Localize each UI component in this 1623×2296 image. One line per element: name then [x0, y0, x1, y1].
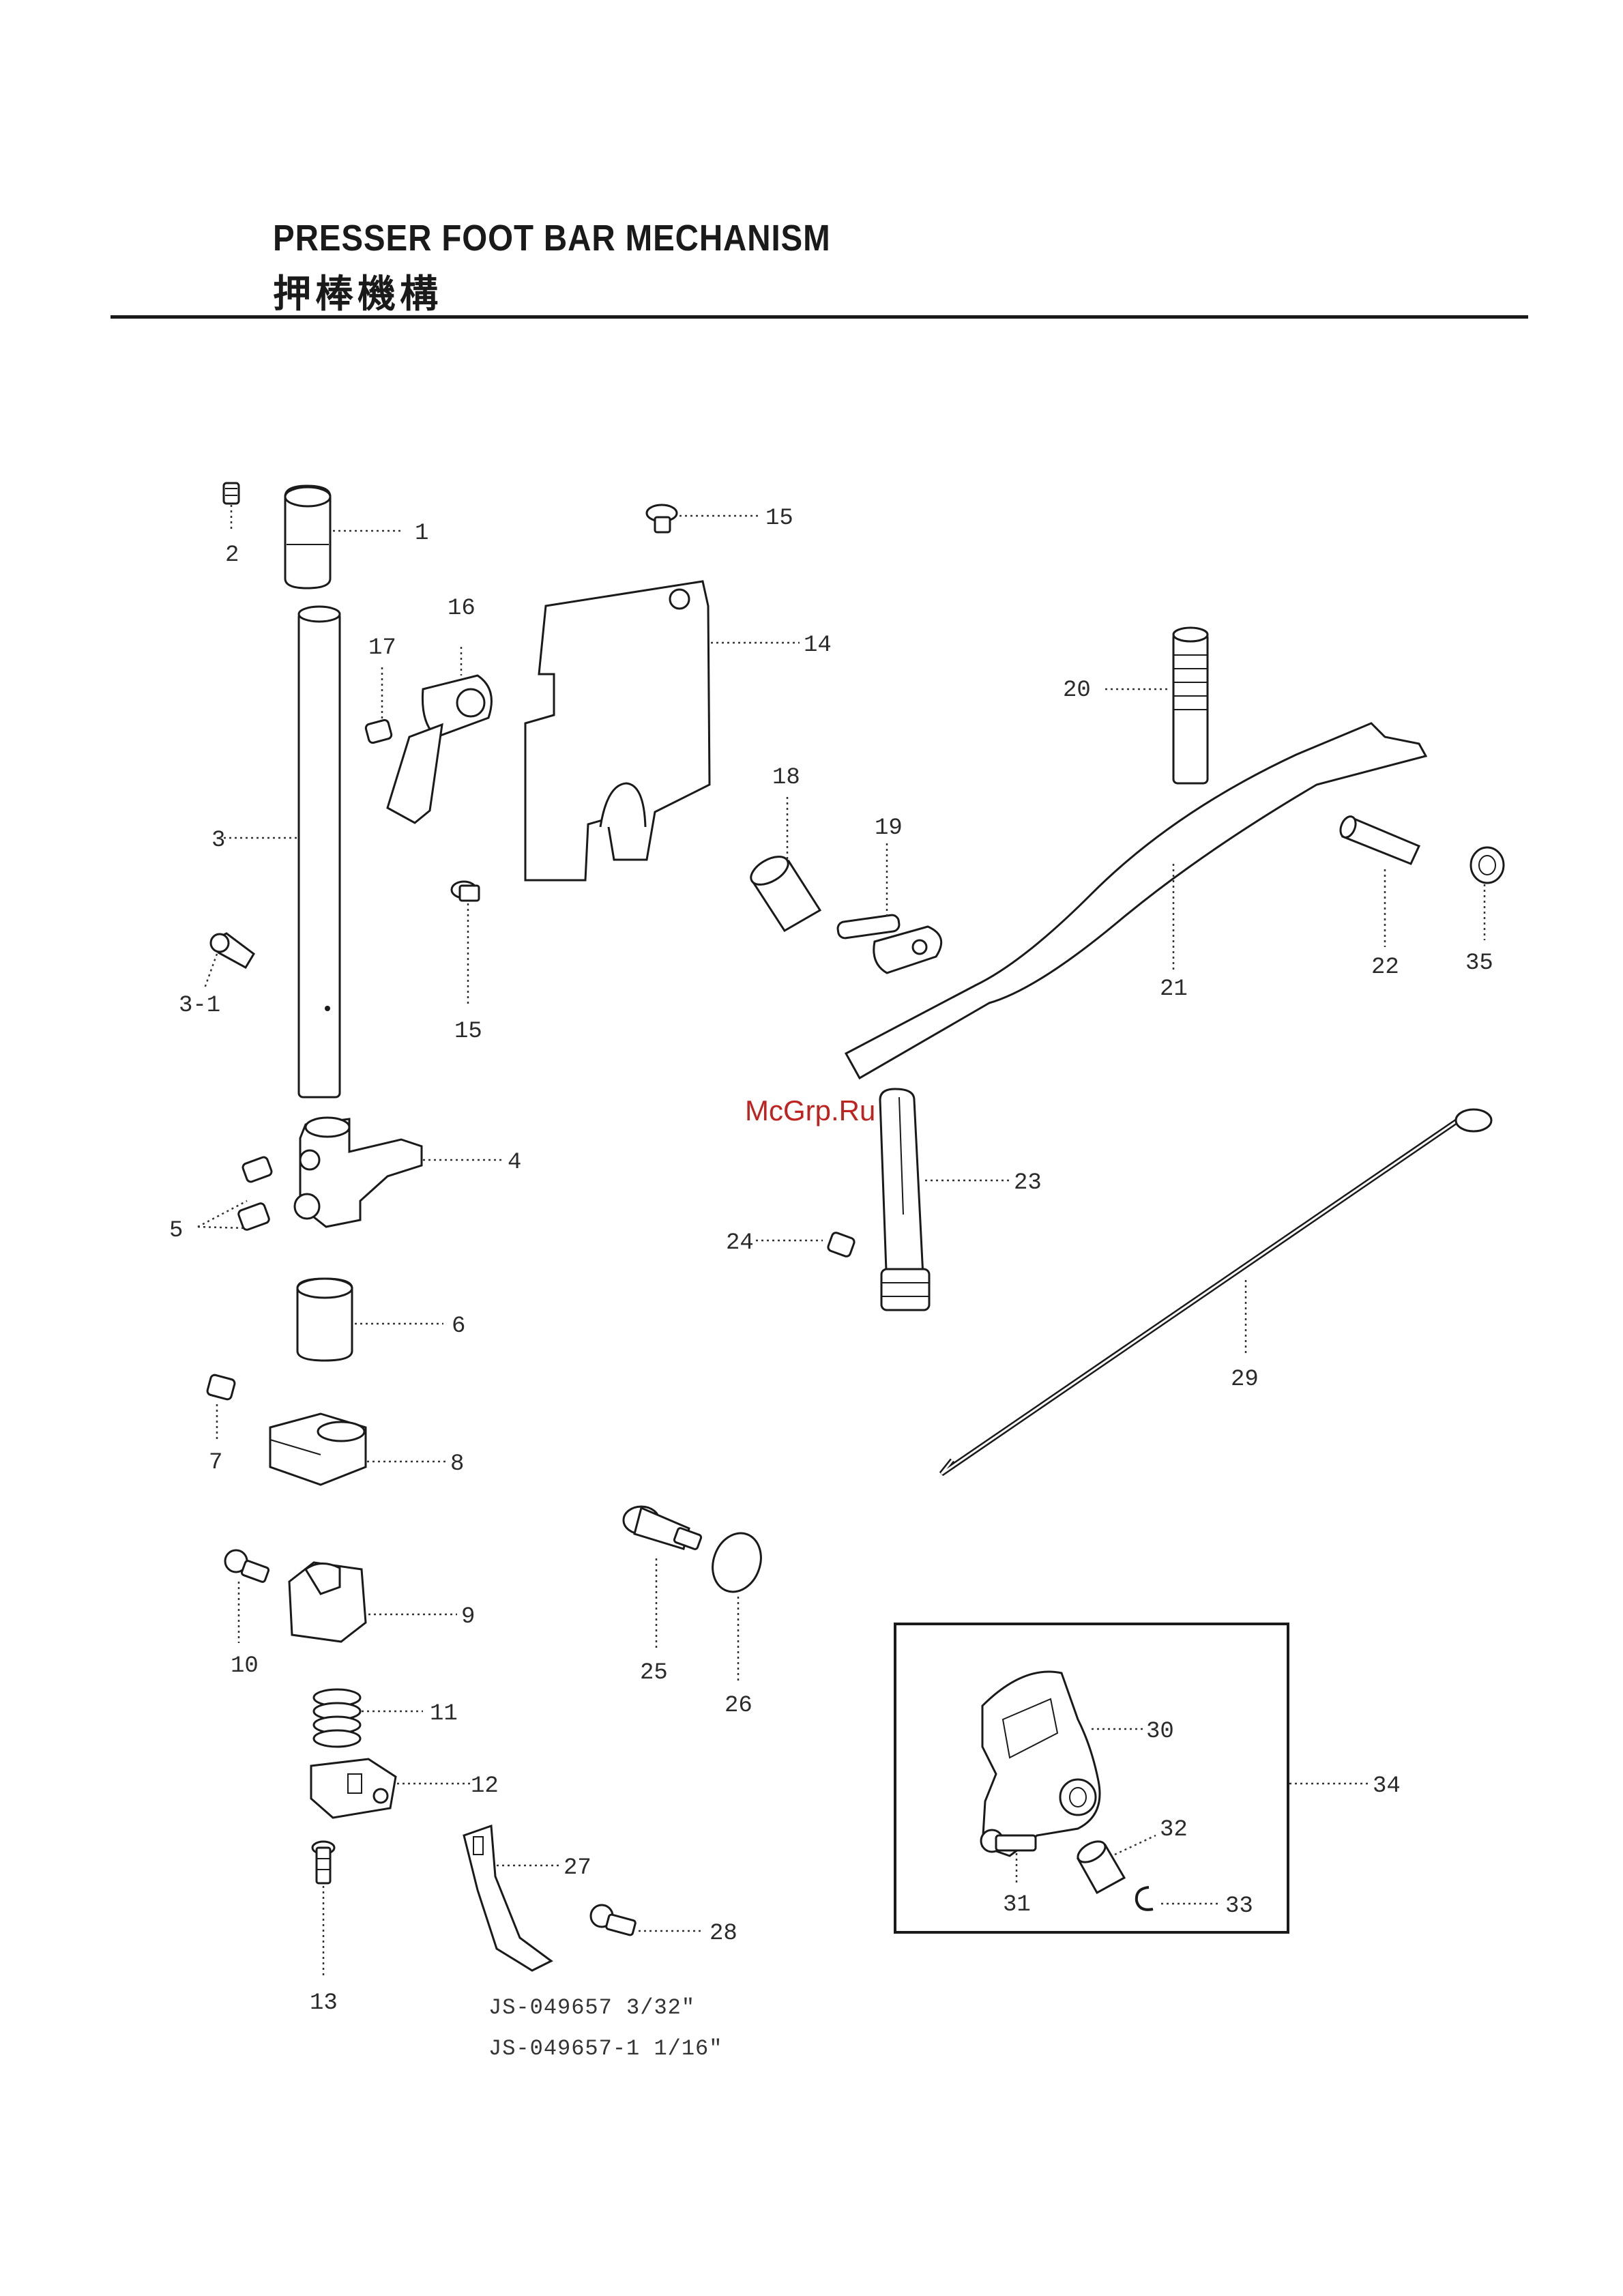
part-27-presser-foot: [464, 1826, 559, 1971]
label-part-15-top: 15: [765, 506, 793, 532]
part-32-sleeve: [1074, 1835, 1156, 1893]
part-20-stud: [1105, 628, 1208, 783]
label-part-18: 18: [772, 765, 800, 791]
part-25-step-screw: [624, 1507, 702, 1651]
part-18-sleeve: [746, 797, 820, 931]
part-8-lifting-bracket: [270, 1414, 448, 1485]
part-7-screw: [207, 1374, 236, 1440]
label-part-15-mid: 15: [454, 1019, 482, 1045]
foot-code-2: JS-049657-1 1/16": [488, 2036, 722, 2061]
part-15-screw-mid: [452, 882, 479, 1007]
label-part-22: 22: [1371, 955, 1399, 980]
part-9-foot-bracket: [289, 1563, 457, 1642]
part-31-pin: [981, 1830, 1036, 1883]
part-11-spring: [314, 1689, 423, 1747]
watermark-text: McGrp.Ru: [745, 1094, 875, 1127]
part-3-presser-bar: [224, 607, 340, 1097]
label-part-16: 16: [448, 596, 476, 622]
part-22-stud-screw: [1338, 814, 1419, 947]
part-35-nut: [1471, 847, 1504, 940]
label-part-24: 24: [726, 1230, 754, 1256]
foot-code-1: JS-049657 3/32": [488, 1995, 695, 2020]
part-15-screw-top: [647, 505, 761, 532]
label-part-12: 12: [471, 1773, 499, 1799]
part-10-screw: [225, 1550, 269, 1643]
part-26-washer: [705, 1526, 769, 1684]
part-3-1-screw: [205, 933, 254, 988]
label-part-1: 1: [415, 521, 428, 547]
label-part-32: 32: [1160, 1817, 1188, 1843]
label-part-3: 3: [211, 828, 225, 854]
label-part-21: 21: [1160, 976, 1188, 1002]
part-6-collar: [297, 1279, 443, 1361]
label-part-8: 8: [450, 1451, 464, 1477]
label-part-3-1: 3-1: [179, 993, 220, 1019]
label-part-6: 6: [452, 1313, 465, 1339]
label-part-14: 14: [804, 633, 832, 658]
label-part-17: 17: [368, 635, 396, 661]
label-part-10: 10: [231, 1653, 259, 1679]
part-14-plate: [525, 581, 800, 880]
label-part-30: 30: [1146, 1719, 1174, 1745]
part-23-slotted-rod: [880, 1089, 1010, 1310]
label-part-20: 20: [1063, 678, 1091, 703]
part-21-lever-arm: [846, 723, 1426, 1078]
label-part-33: 33: [1225, 1893, 1253, 1919]
label-part-26: 26: [725, 1693, 752, 1719]
label-part-13: 13: [310, 1990, 338, 2016]
part-33-e-ring: [1137, 1887, 1221, 1910]
part-2-set-screw: [224, 483, 239, 531]
label-part-2: 2: [225, 542, 239, 568]
part-4-guide-bracket: [295, 1118, 505, 1227]
label-part-31: 31: [1003, 1892, 1031, 1918]
part-24-screw: [756, 1232, 856, 1258]
label-part-34: 34: [1373, 1773, 1401, 1799]
label-part-7: 7: [209, 1450, 222, 1476]
label-part-9: 9: [461, 1604, 475, 1630]
label-part-29: 29: [1231, 1367, 1259, 1393]
part-29-wire-link: [941, 1109, 1491, 1474]
part-34-assembly-box: [895, 1624, 1369, 1932]
part-19-shaft-plate: [837, 843, 941, 973]
part-1-cap: [285, 486, 401, 588]
label-part-5: 5: [169, 1218, 183, 1244]
label-part-27: 27: [564, 1855, 591, 1881]
part-17-screw: [365, 667, 392, 744]
part-5-screws: [198, 1156, 273, 1231]
part-28-screw: [591, 1905, 703, 1936]
label-part-28: 28: [710, 1921, 737, 1947]
label-part-23: 23: [1014, 1170, 1042, 1196]
part-16-lever: [388, 647, 491, 823]
label-part-4: 4: [508, 1150, 521, 1176]
part-30-cam-lever: [982, 1672, 1143, 1856]
part-12-foot-holder: [311, 1759, 471, 1818]
label-part-25: 25: [640, 1660, 668, 1686]
part-13-screw: [312, 1842, 334, 1979]
label-part-11: 11: [430, 1701, 458, 1727]
label-part-19: 19: [875, 815, 903, 841]
label-part-35: 35: [1465, 950, 1493, 976]
